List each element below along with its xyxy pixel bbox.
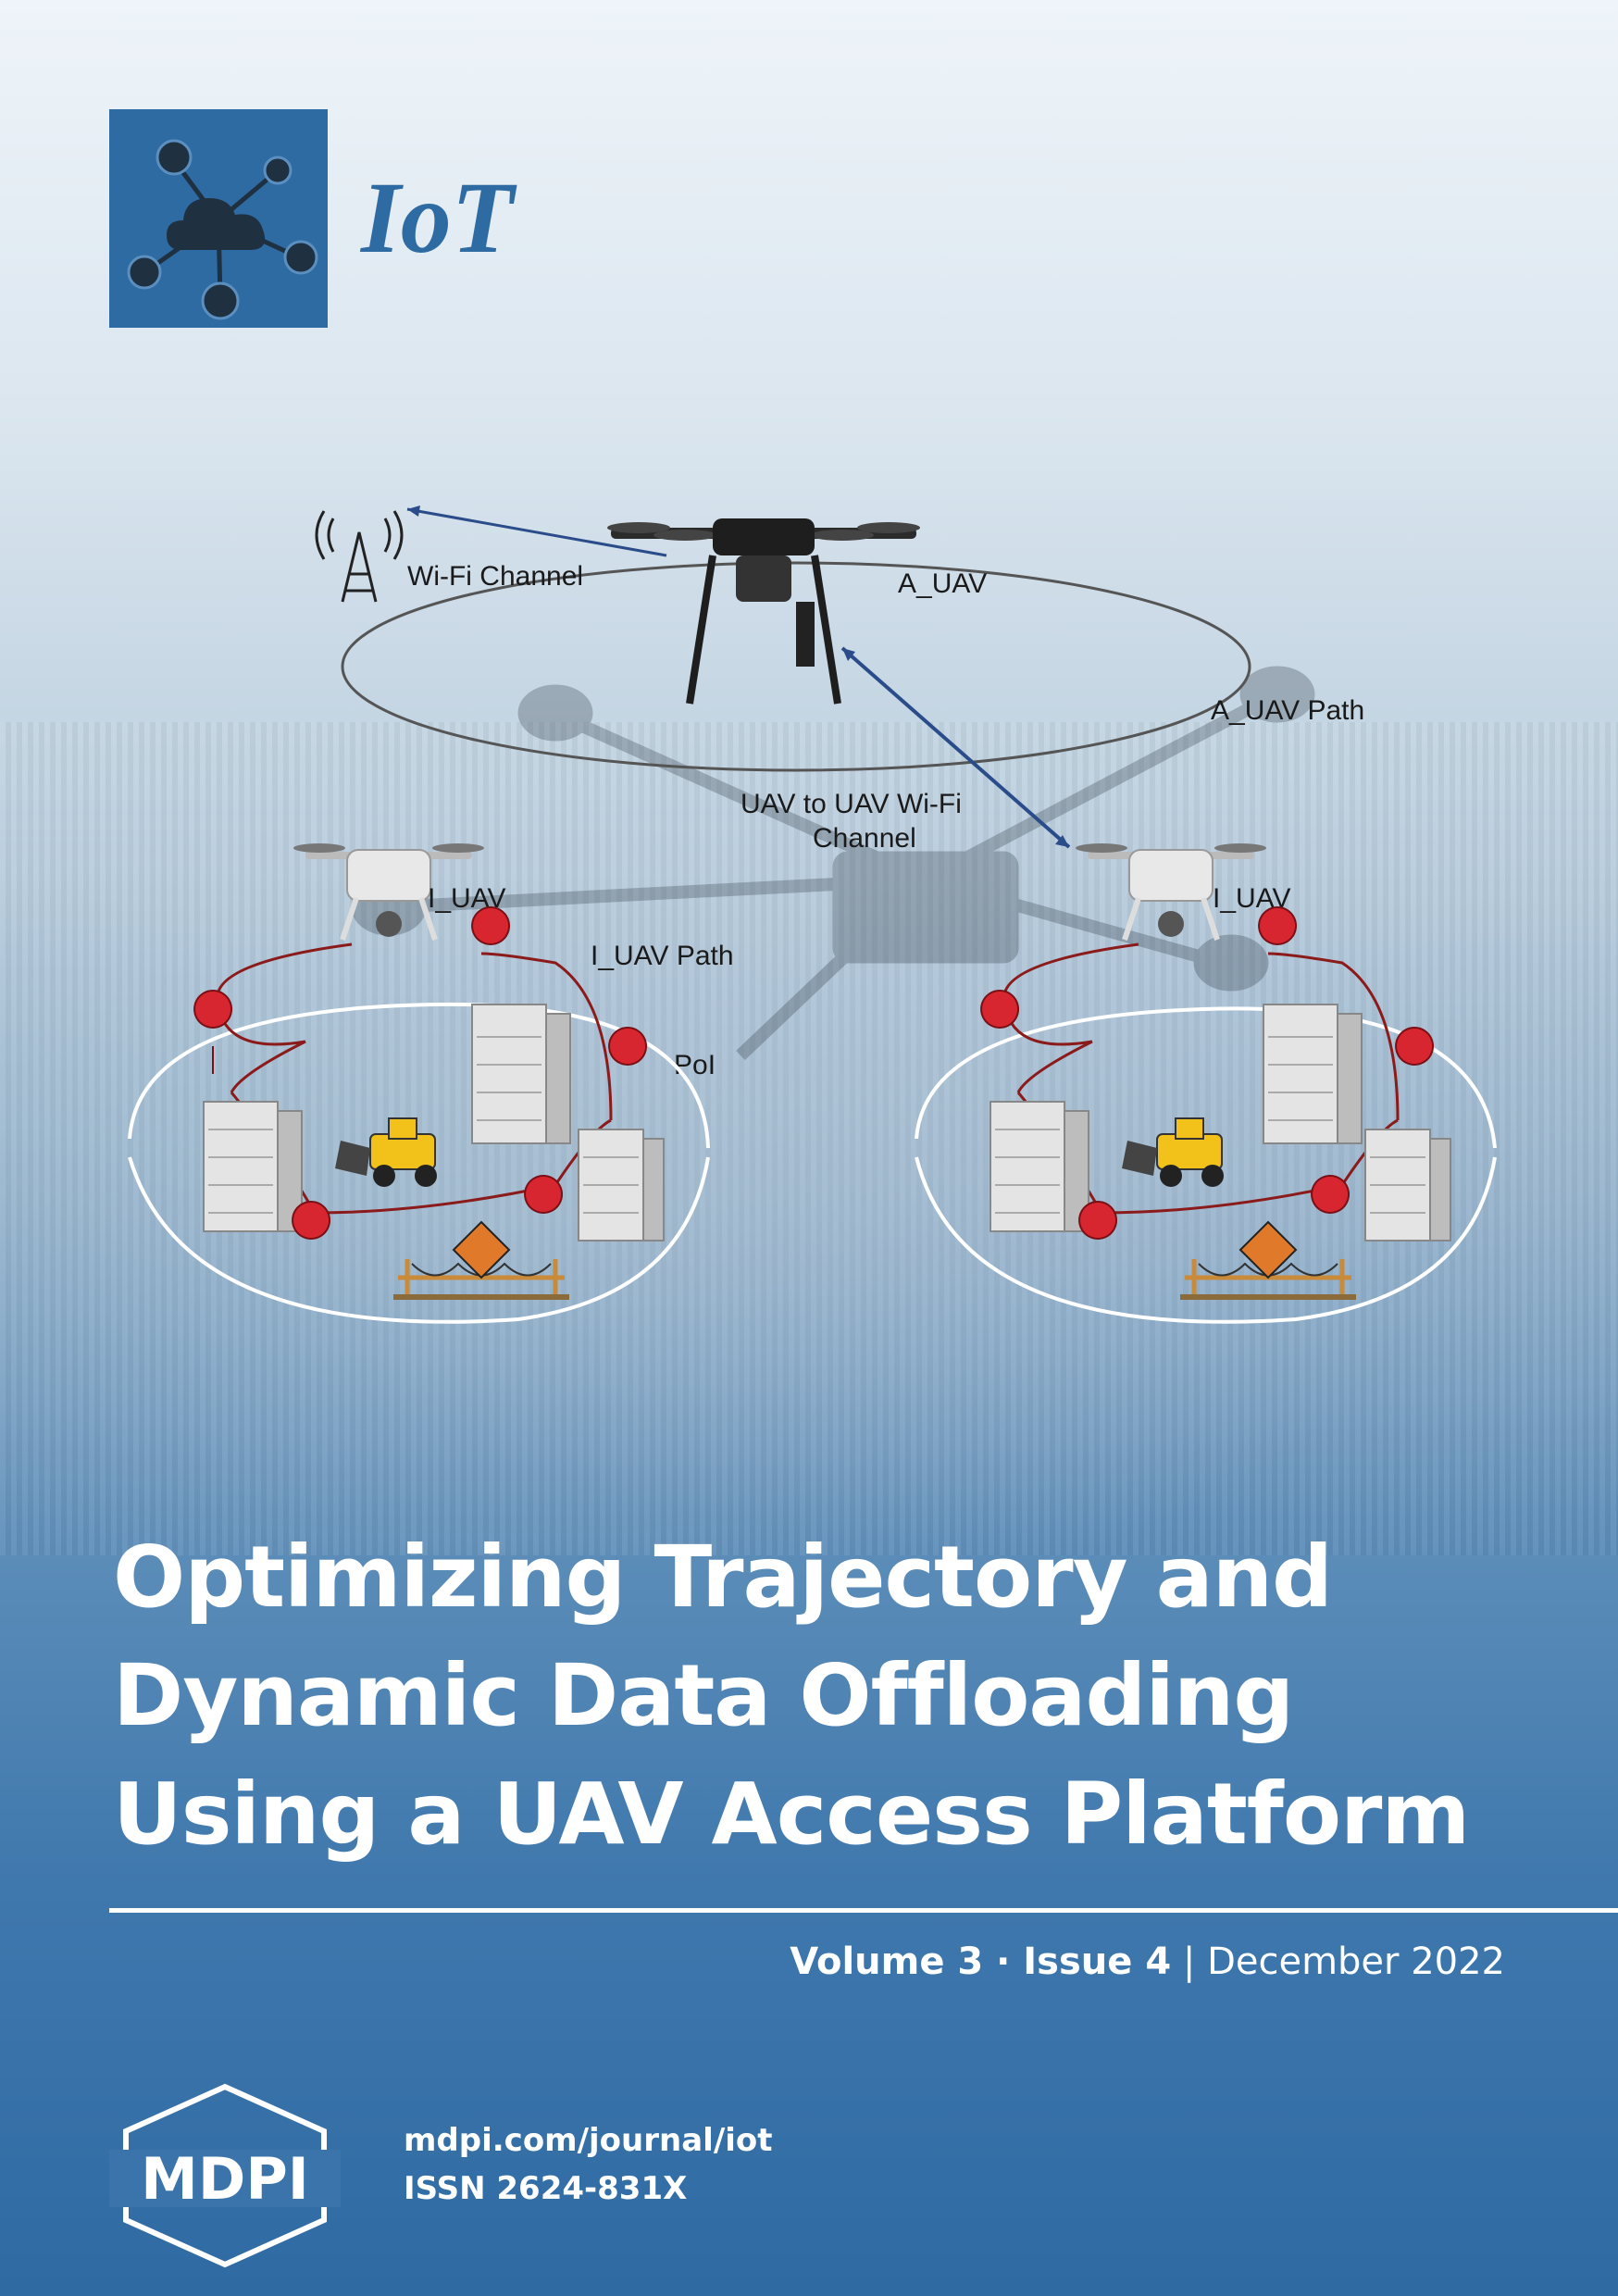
- wifi-channel-link: [406, 507, 667, 557]
- journal-name: IoT: [361, 161, 514, 274]
- background-drone-silhouette: [351, 666, 1315, 1061]
- title-line-3: Using a UAV Access Platform: [113, 1765, 1470, 1864]
- right-location-pins: [980, 906, 1434, 1240]
- mdpi-logo-text: MDPI: [141, 2145, 309, 2213]
- i-uav-path-label: I_UAV Path: [591, 941, 734, 971]
- hexagon-icon: [123, 2083, 327, 2268]
- left-building-3: [578, 1129, 665, 1242]
- right-bulldozer-icon: [1122, 1117, 1224, 1187]
- left-location-pins: [193, 906, 647, 1240]
- right-building-2: [1263, 1004, 1363, 1144]
- right-roadwork-barrier-icon: [1180, 1220, 1356, 1300]
- article-title: Optimizing Trajectory and Dynamic Data O…: [113, 1518, 1557, 1874]
- right-building-3: [1364, 1129, 1451, 1242]
- a-uav-label: A_UAV: [898, 568, 987, 599]
- wifi-channel-label: Wi-Fi Channel: [407, 561, 583, 592]
- journal-logo: [109, 109, 328, 328]
- poi-label: PoI: [674, 1050, 716, 1080]
- uav-to-uav-link: [840, 646, 1071, 849]
- title-line-2: Dynamic Data Offloading: [113, 1646, 1294, 1745]
- publisher-info: mdpi.com/journal/iot ISSN 2624-831X: [404, 2116, 773, 2213]
- title-divider: [109, 1908, 1618, 1913]
- left-coverage-arc: [128, 1002, 710, 1149]
- issue-date: December 2022: [1207, 1940, 1505, 1983]
- mdpi-logo: MDPI: [109, 2083, 341, 2268]
- issue-separator: ·: [983, 1940, 1024, 1983]
- left-building-2: [471, 1004, 571, 1144]
- right-building-1: [989, 1101, 1089, 1232]
- issue-label: Issue 4: [1023, 1940, 1172, 1983]
- title-line-1: Optimizing Trajectory and: [113, 1528, 1333, 1627]
- location-pin-icon: [193, 990, 232, 1074]
- right-cluster: I_UAV: [915, 843, 1497, 1324]
- i-uav-right-drone-icon: [1076, 843, 1266, 941]
- uav-to-uav-label-line1: UAV to UAV Wi-Fi: [741, 789, 962, 819]
- cloud-network-icon: [127, 139, 318, 320]
- issue-info: Volume 3 · Issue 4 | December 2022: [790, 1940, 1505, 1983]
- left-cluster: I_UAV I_UAV Path PoI: [128, 843, 734, 1324]
- date-divider: |: [1171, 1940, 1208, 1983]
- left-bulldozer-icon: [335, 1117, 437, 1187]
- volume-label: Volume 3: [790, 1940, 984, 1983]
- a-uav-path-label: A_UAV Path: [1211, 695, 1364, 726]
- uav-network-diagram: Wi-Fi Channel A_UAV A_UAV Path UAV to UA…: [128, 505, 1497, 1324]
- a-uav-path-ellipse: [341, 561, 1251, 772]
- i-uav-left-drone-icon: [293, 843, 484, 941]
- right-coverage-arc: [915, 1006, 1497, 1149]
- left-building-1: [203, 1101, 303, 1232]
- a-uav-drone-icon: [607, 518, 920, 705]
- issn: ISSN 2624-831X: [404, 2170, 688, 2207]
- journal-url[interactable]: mdpi.com/journal/iot: [404, 2122, 773, 2159]
- left-roadwork-barrier-icon: [393, 1220, 569, 1300]
- cell-tower-icon: [315, 510, 404, 603]
- uav-to-uav-label-line2: Channel: [813, 823, 916, 854]
